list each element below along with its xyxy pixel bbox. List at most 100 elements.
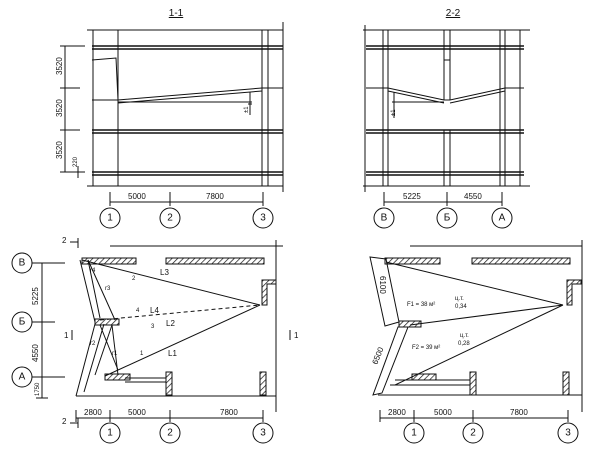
axis-marker	[252, 207, 274, 229]
wall	[94, 318, 120, 326]
wall	[471, 257, 571, 265]
axis-marker	[99, 422, 121, 444]
ramp-slab	[92, 87, 283, 104]
axis-marker	[11, 252, 33, 274]
line-label: L3	[160, 268, 169, 277]
section-title: 1-1	[169, 8, 184, 19]
axis-marker	[491, 207, 513, 229]
col-dim: 7800	[220, 408, 238, 417]
axis-marker	[403, 422, 425, 444]
plan-outline	[76, 240, 283, 412]
cut-mark: 1	[64, 331, 69, 340]
axis-marker	[252, 422, 274, 444]
ramp-structure	[75, 259, 166, 397]
centroid-value: 0,34	[455, 304, 467, 310]
axis-marker	[373, 207, 395, 229]
wall	[566, 279, 582, 306]
slabs	[92, 45, 283, 176]
axis-label: 1	[411, 428, 417, 439]
axis-marker	[159, 422, 181, 444]
pillar	[259, 371, 267, 396]
col-dim: 2800	[84, 408, 102, 417]
section-2-2: 2-2 ±1 5225 4550 В Б А	[363, 8, 530, 229]
triangle-lines	[385, 261, 564, 386]
point-number: 4	[136, 308, 140, 314]
axis-label: 2	[167, 213, 173, 224]
pillar	[562, 371, 570, 396]
row-dim: 1750	[35, 382, 41, 396]
axis-label: 3	[260, 428, 266, 439]
span-dim: 7800	[206, 192, 224, 201]
point-number: 1	[140, 351, 144, 357]
pillar	[469, 371, 477, 396]
point-number: 3	[151, 324, 155, 330]
panel-dim: 6100	[378, 276, 387, 294]
area-label: F1 = 38 м²	[407, 302, 435, 308]
radius-label: r2	[90, 341, 96, 347]
centroid-label: ц.т.	[455, 296, 464, 302]
height-dim-line	[60, 45, 85, 178]
axis-label: Б	[444, 213, 451, 224]
cut-mark: 2	[62, 236, 67, 245]
level-mark	[248, 92, 252, 115]
line-label: L4	[150, 306, 159, 315]
slab-dim: 220	[73, 156, 79, 167]
section-outline	[87, 22, 284, 192]
axis-marker	[557, 422, 579, 444]
axis-label: В	[19, 258, 26, 269]
dim-lines	[379, 410, 569, 422]
axis-label: 3	[565, 428, 571, 439]
span-dim: 5225	[403, 192, 421, 201]
span-dim: 4550	[464, 192, 482, 201]
plan-outline	[378, 240, 583, 412]
row-dim: 4550	[31, 344, 40, 362]
level-mark-label: ±1	[244, 106, 250, 113]
axis-marker	[11, 311, 33, 333]
plan-2: 6100 6500 F1 = 38 м² ц.т. 0,34 F2 = 39 м…	[369, 240, 583, 444]
columns	[382, 30, 521, 186]
radius-lines	[81, 259, 261, 377]
area-label: F2 = 39 м²	[412, 345, 440, 351]
col-dim: 2800	[388, 408, 406, 417]
centroid-label: ц.т.	[460, 333, 469, 339]
axis-label: 3	[260, 213, 266, 224]
centroid-value: 0,28	[458, 341, 470, 347]
col-dim: 7800	[510, 408, 528, 417]
axis-marker	[99, 207, 121, 229]
v-ramp-slab	[366, 59, 524, 104]
section-title: 2-2	[446, 8, 461, 19]
plan-1: L3 L4 L2 L1 r4 r3 r2 r1 2 4 3 1 5225 455…	[11, 236, 299, 444]
columns	[92, 30, 269, 186]
radius-label: r4	[90, 268, 96, 274]
inclined-panels	[369, 256, 470, 396]
row-dim: 5225	[31, 287, 40, 305]
slabs	[366, 45, 524, 176]
wall	[261, 279, 277, 306]
parapet	[91, 57, 119, 101]
axis-marker	[159, 207, 181, 229]
axis-label: А	[19, 372, 26, 383]
axis-marker	[436, 207, 458, 229]
span-dim-line	[383, 192, 503, 206]
axis-marker	[462, 422, 484, 444]
wall	[384, 257, 441, 265]
line-label: L1	[168, 349, 177, 358]
axis-label: В	[381, 213, 388, 224]
axis-label: А	[499, 213, 506, 224]
level-mark	[392, 92, 444, 118]
axis-marker	[11, 366, 33, 388]
cut-mark: 1	[294, 331, 299, 340]
axis-label: 2	[470, 428, 476, 439]
dashed-line	[99, 304, 261, 321]
row-dim-line	[32, 262, 65, 399]
span-dim: 5000	[128, 192, 146, 201]
dim-lines	[70, 238, 291, 428]
radius-label: r1	[112, 351, 118, 357]
level-mark-label: ±1	[391, 109, 397, 116]
wall	[165, 257, 265, 265]
wall	[81, 257, 137, 265]
axis-label: 2	[167, 428, 173, 439]
height-dim: 3520	[55, 57, 64, 75]
section-1-1: 1-1 ±1 3520 3520 3520 220 5000 7800 1 2 …	[55, 8, 284, 229]
